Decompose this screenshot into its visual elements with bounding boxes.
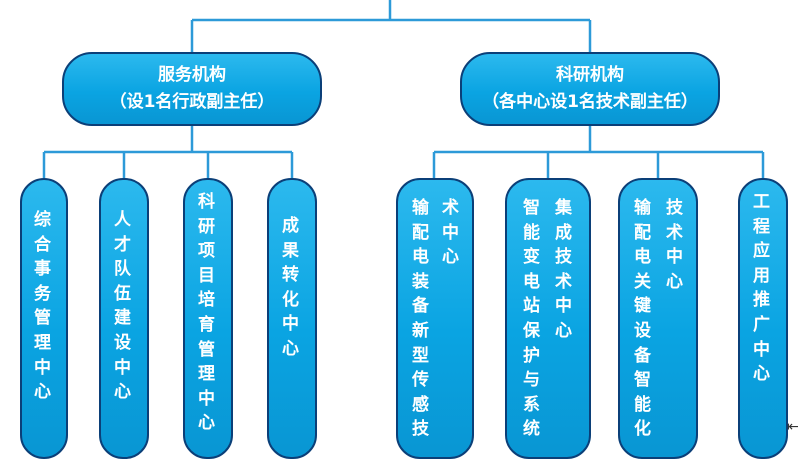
center-talent: 人才队伍建设中心 [99,178,149,459]
center-label-col-1: 智能变电站保护与系统 [523,198,540,440]
center-label: 综合事务管理中心 [34,210,51,403]
center-label-col-2: 术中心 [442,198,459,268]
center-engineering-promotion: 工程应用推广中心 [738,178,788,459]
center-achievement-transfer: 成果转化中心 [267,178,317,459]
center-general-affairs: 综合事务管理中心 [20,178,68,459]
center-label: 工程应用推广中心 [753,192,770,385]
service-org-box: 服务机构 （设1名行政副主任） [62,52,322,126]
center-label: 成果转化中心 [282,216,299,359]
center-key-equipment: 输配电关键设备智能化 技术中心 [618,178,698,459]
center-label: 人才队伍建设中心 [114,210,131,403]
research-org-subtitle: （各中心设1名技术副主任） [482,92,698,112]
center-label-col-2: 集成技术中心 [555,198,572,341]
center-research-projects: 科研项目培育管理中心 [183,178,233,459]
center-label-col-1: 输配电装备新型传感技 [412,198,429,440]
research-org-box: 科研机构 （各中心设1名技术副主任） [460,52,720,126]
center-sensing-tech: 输配电装备新型传感技 术中心 [396,178,474,459]
center-smart-substation: 智能变电站保护与系统 集成技术中心 [505,178,591,459]
resize-cursor-icon: ⇤ [787,419,799,435]
center-label-col-2: 技术中心 [666,198,683,292]
center-label: 科研项目培育管理中心 [198,192,215,434]
service-org-title: 服务机构 [158,65,226,85]
center-label-col-1: 输配电关键设备智能化 [634,198,651,440]
service-org-subtitle: （设1名行政副主任） [109,92,275,112]
research-org-title: 科研机构 [556,65,624,85]
